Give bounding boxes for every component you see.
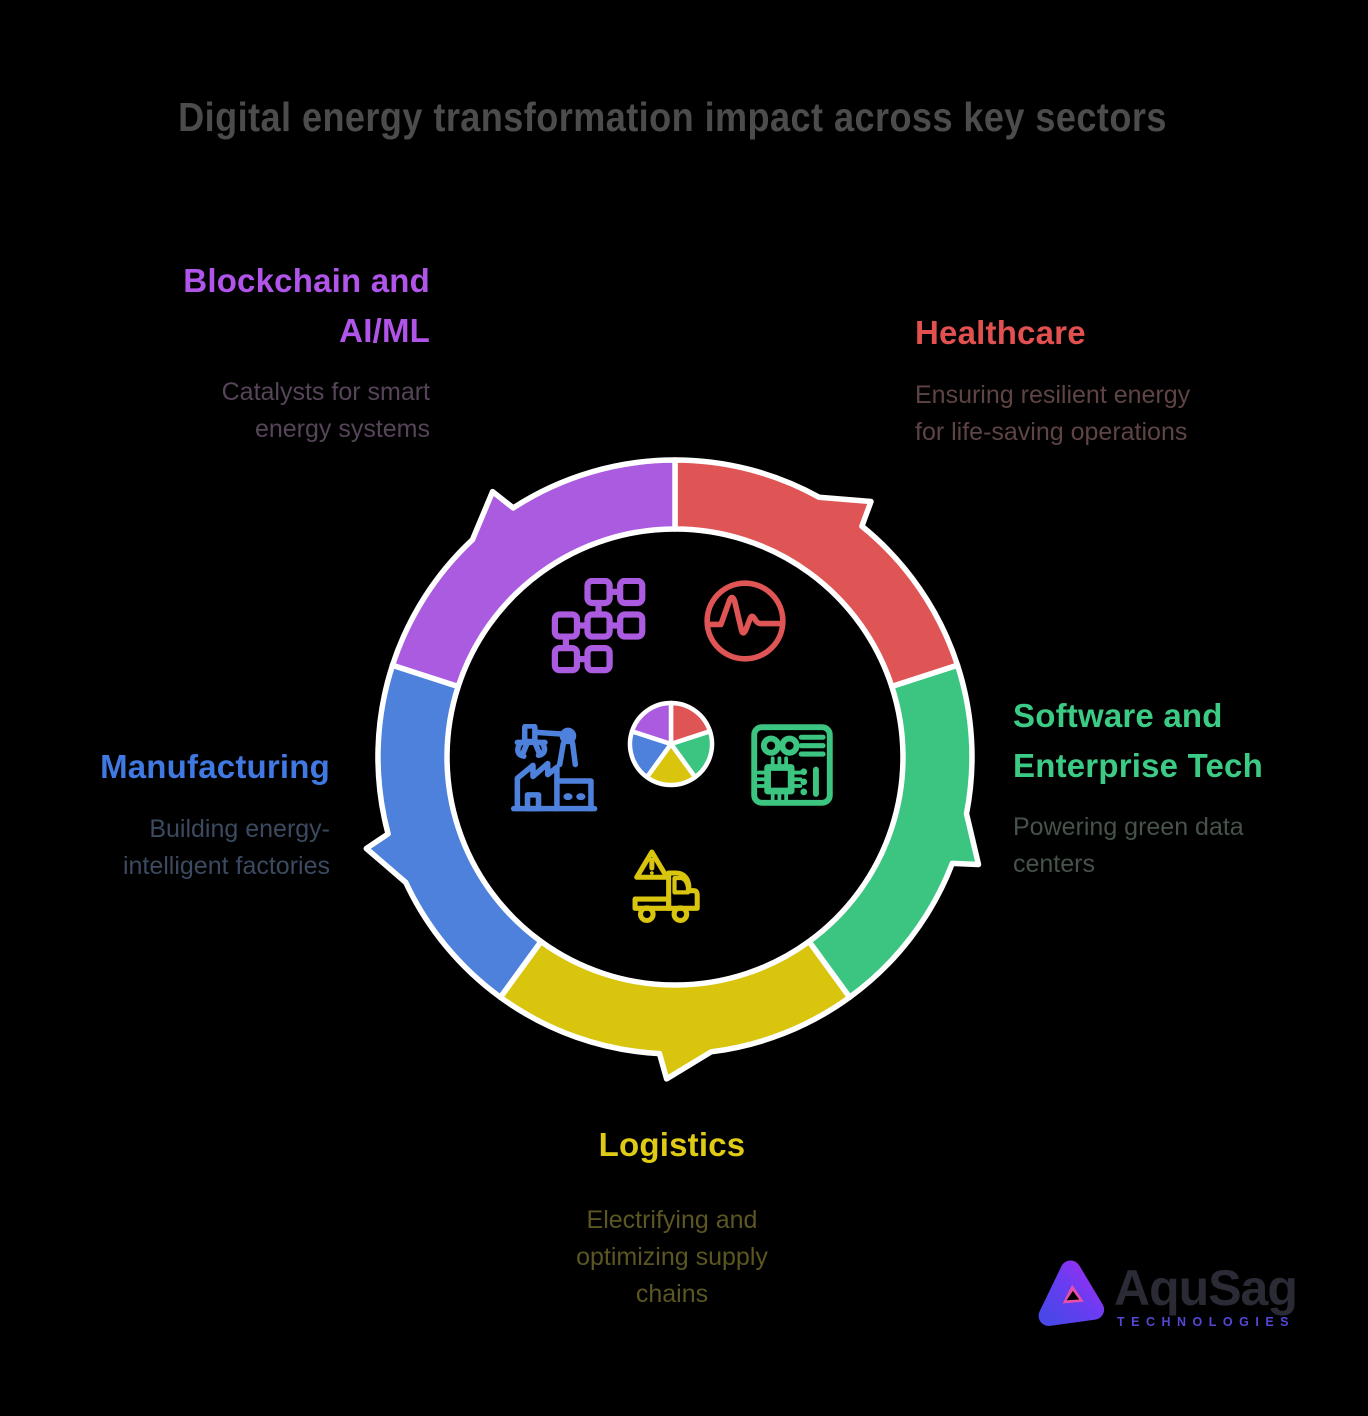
sector-desc-healthcare: Ensuring resilient energy for life-savin… xyxy=(915,380,1191,446)
sector-title-software-enterprise-tech: Software and Enterprise Tech xyxy=(1013,697,1263,784)
aqusag-logo-mark xyxy=(1038,1260,1105,1326)
sector-title-manufacturing: Manufacturing xyxy=(100,748,330,785)
heartbeat-pulse-icon xyxy=(702,578,788,664)
sector-title-logistics: Logistics xyxy=(598,1126,746,1163)
sector-label-manufacturing: Manufacturing Building energy- intellige… xyxy=(0,742,330,885)
logo-tagline: TECHNOLOGIES xyxy=(1117,1315,1296,1329)
sector-desc-blockchain-aiml: Catalysts for smart energy systems xyxy=(221,378,430,443)
logo-wordmark: AquSag xyxy=(1114,1260,1298,1316)
sector-desc-software-enterprise-tech: Powering green data centers xyxy=(1013,813,1244,878)
aqusag-logo: AquSag TECHNOLOGIES xyxy=(1028,1253,1328,1343)
donut-segment-manufacturing xyxy=(363,662,544,1001)
sector-label-blockchain-aiml: Blockchain and AI/ML Catalysts for smart… xyxy=(90,256,430,448)
sector-label-logistics: Logistics Electrifying and optimizing su… xyxy=(472,1120,872,1313)
sector-label-software-enterprise-tech: Software and Enterprise Tech Powering gr… xyxy=(1013,691,1323,883)
donut-segment-blockchain-and-ai-ml xyxy=(389,457,678,690)
donut-segment-logistics xyxy=(497,938,853,1082)
sector-desc-logistics: Electrifying and optimizing supply chain… xyxy=(576,1205,768,1308)
factory-robot-arm-icon xyxy=(510,724,602,816)
sector-title-healthcare: Healthcare xyxy=(915,314,1086,351)
sector-desc-manufacturing: Building energy- intelligent factories xyxy=(122,814,330,880)
delivery-truck-warning-icon xyxy=(630,843,714,935)
blockchain-network-icon xyxy=(551,578,649,674)
page-title: Digital energy transformation impact acr… xyxy=(178,94,1167,140)
circuit-board-icon xyxy=(750,723,834,807)
center-pie-slice-blockchain-and-ai-ml xyxy=(629,700,674,747)
sector-label-healthcare: Healthcare Ensuring resilient energy for… xyxy=(915,308,1295,451)
sector-title-blockchain-aiml: Blockchain and AI/ML xyxy=(183,262,430,349)
donut-segment-software-and-enterprise-tech xyxy=(806,662,982,1001)
